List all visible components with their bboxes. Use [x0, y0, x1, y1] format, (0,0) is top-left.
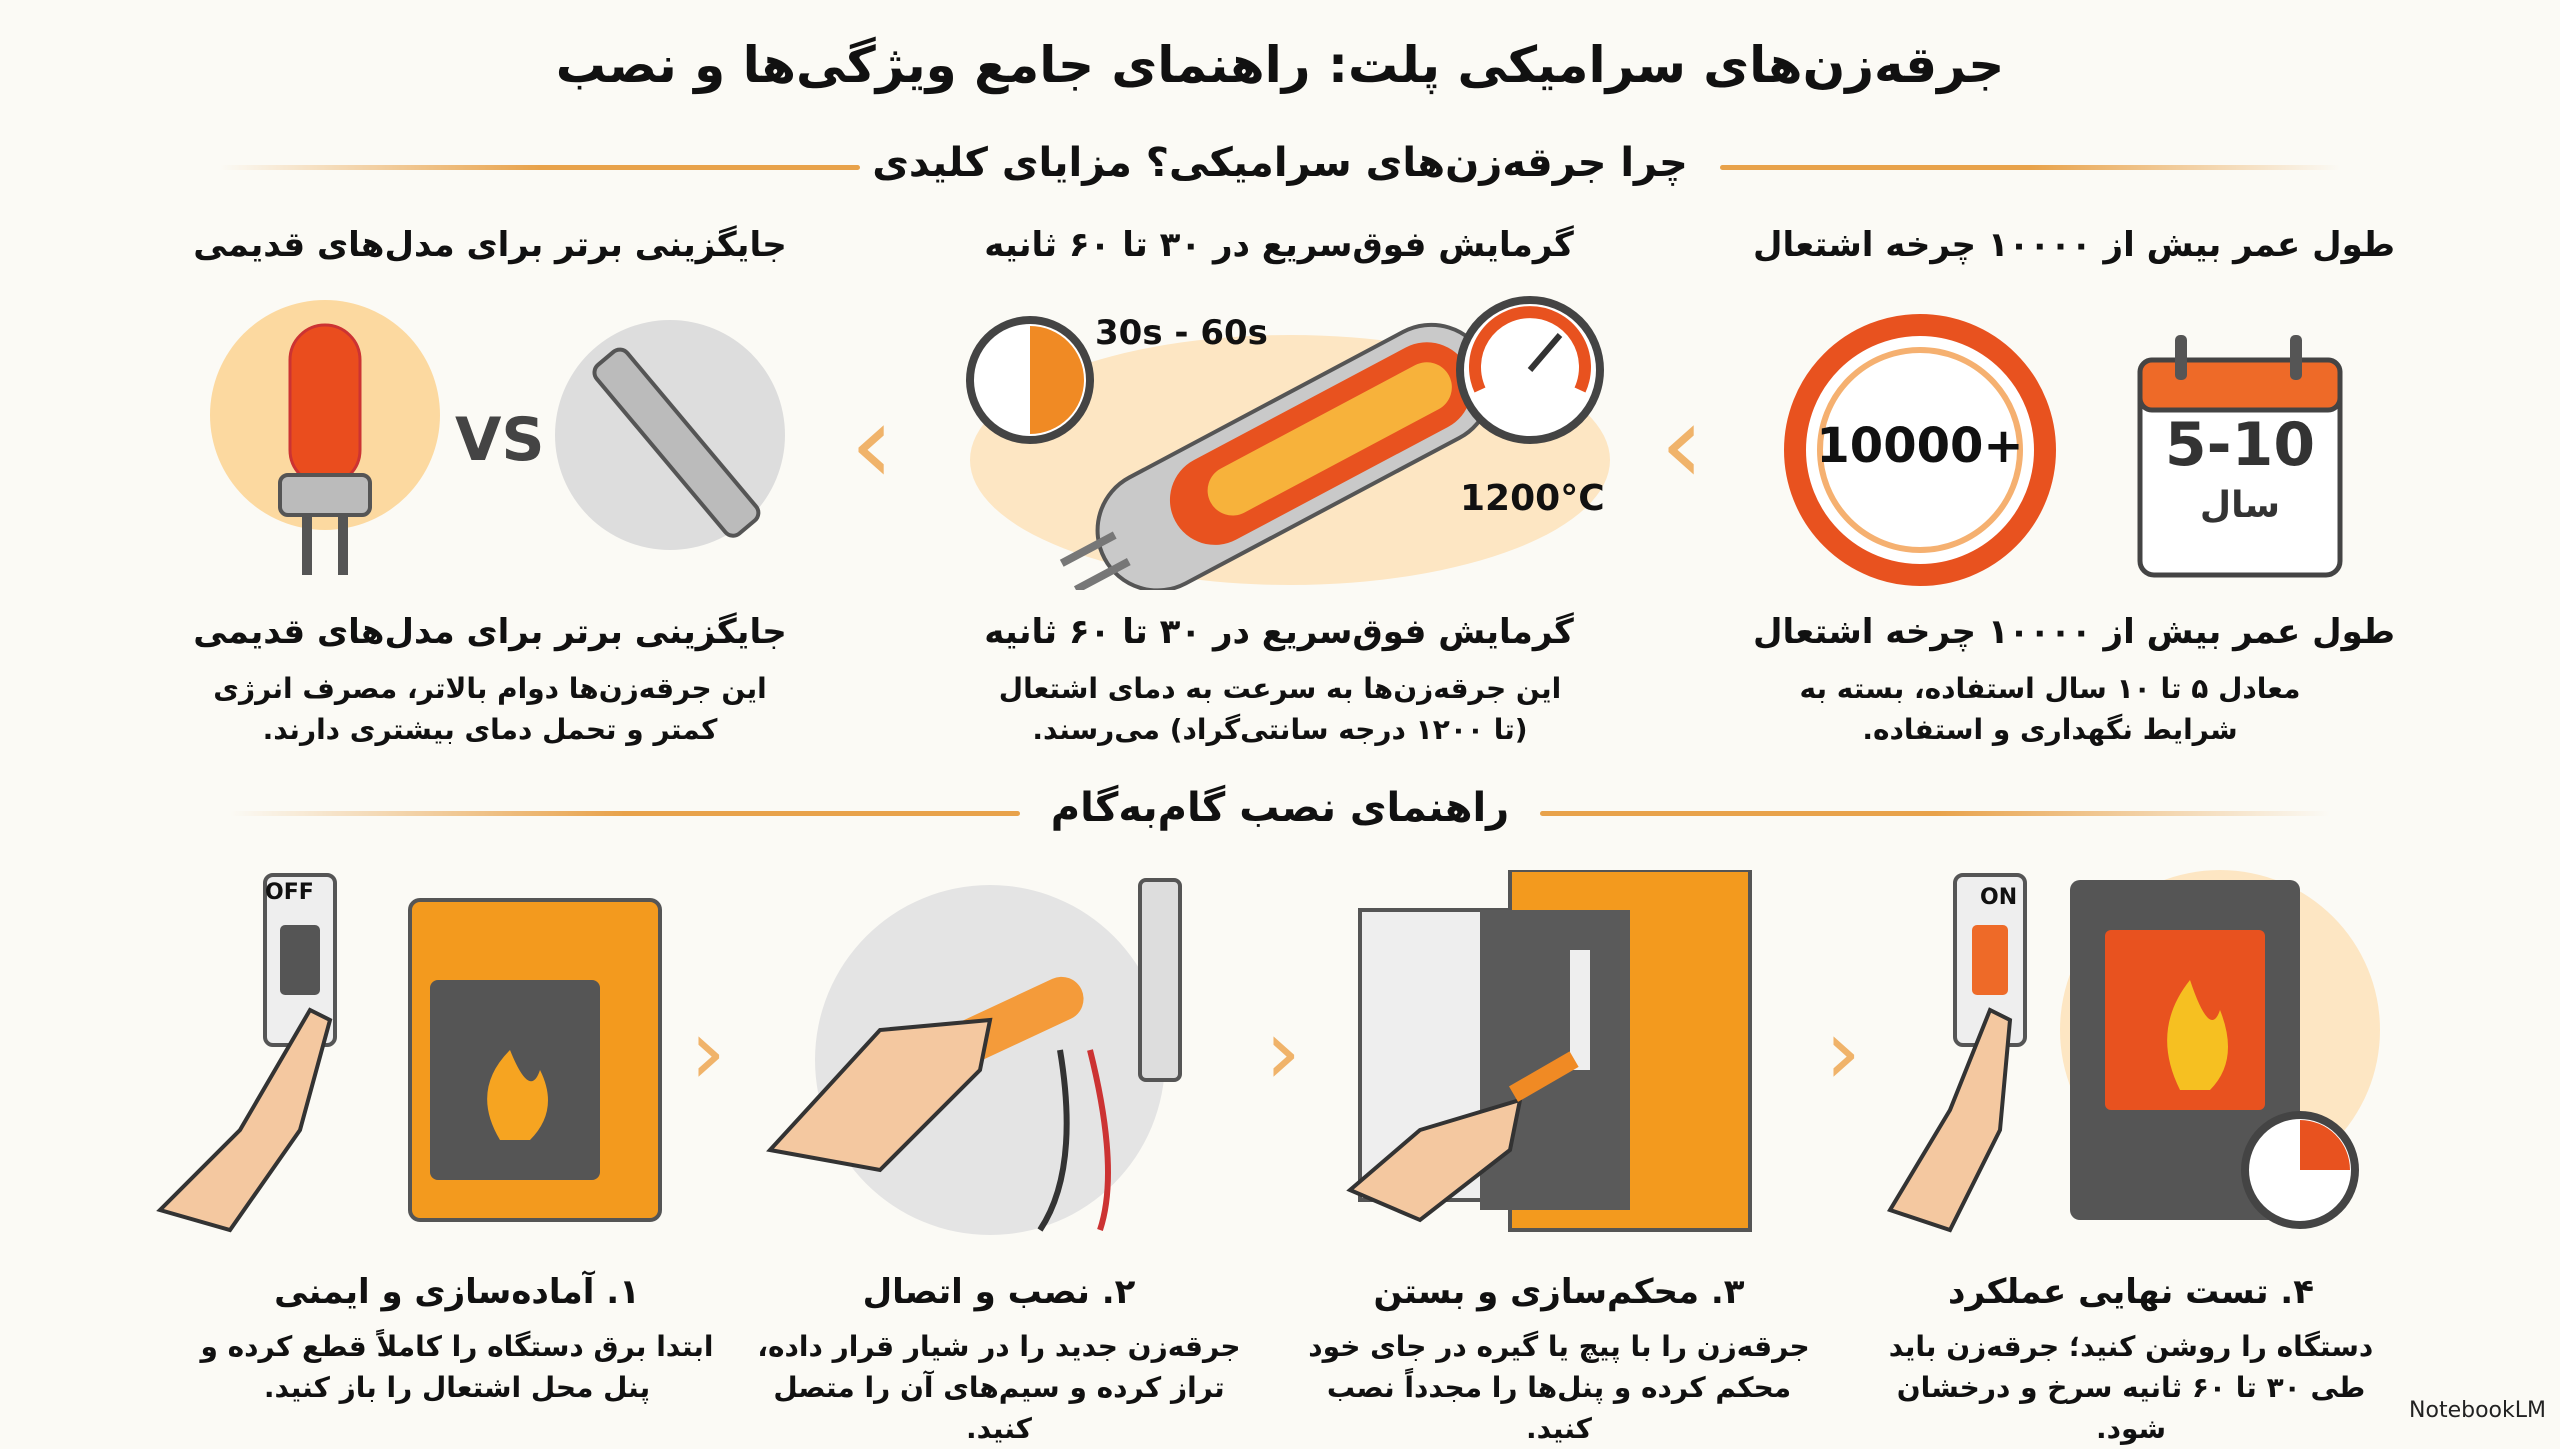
- step2-body: جرقه‌زن جدید را در شیار قرار داده، تراز …: [757, 1330, 1241, 1445]
- step1-title: ۱. آماده‌سازی و ایمنی: [274, 1272, 640, 1312]
- benefit-heading-lifespan: طول عمر بیش از ۱۰۰۰۰ چرخه اشتعال: [1753, 225, 2395, 265]
- replacement-illustration: [210, 300, 785, 575]
- step4-illustration: [1887, 870, 2380, 1233]
- notebooklm-watermark: NotebookLM: [2409, 1398, 2546, 1423]
- step1-body: ابتدا برق دستگاه را کاملاً قطع کرده و پن…: [200, 1330, 714, 1404]
- step2-illustration: [766, 878, 1182, 1235]
- section-heading-installation: راهنمای نصب گام‌به‌گام: [1050, 785, 1510, 831]
- chevron-right-icon: ›: [1265, 1000, 1301, 1105]
- chevron-left-icon: ‹: [1660, 380, 1704, 508]
- page-title: جرقه‌زن‌های سرامیکی پلت: راهنمای جامع وی…: [555, 36, 2005, 94]
- chevron-right-icon: ›: [690, 1000, 726, 1105]
- benefit-heading-heating: گرمایش فوق‌سریع در ۳۰ تا ۶۰ ثانیه: [984, 225, 1574, 265]
- chevron-right-icon: ›: [1825, 1000, 1861, 1105]
- step3-illustration: [1346, 870, 1752, 1232]
- on-switch-label: ON: [1980, 885, 2018, 910]
- calendar-value: 5-10: [2164, 410, 2316, 480]
- temperature-label: 1200°C: [1460, 478, 1605, 519]
- off-switch-label: OFF: [265, 880, 314, 905]
- divider: [220, 165, 860, 170]
- benefit-body-replacement: این جرقه‌زن‌ها دوام بالاتر، مصرف انرژی ک…: [213, 672, 767, 746]
- divider: [1720, 165, 2340, 170]
- divider: [1540, 811, 2330, 816]
- step4-body: دستگاه را روشن کنید؛ جرقه‌زن باید طی ۳۰ …: [1888, 1330, 2374, 1445]
- step3-body: جرقه‌زن را با پیچ یا گیره در جای خود محک…: [1308, 1330, 1810, 1445]
- benefit-caption-heating: گرمایش فوق‌سریع در ۳۰ تا ۶۰ ثانیه: [984, 612, 1574, 652]
- divider: [230, 811, 1020, 816]
- benefit-caption-lifespan: طول عمر بیش از ۱۰۰۰۰ چرخه اشتعال: [1753, 612, 2395, 652]
- heating-illustration: [966, 296, 1610, 590]
- step2-title: ۲. نصب و اتصال: [862, 1272, 1136, 1312]
- benefit-body-heating: این جرقه‌زن‌ها به سرعت به دمای اشتعال (ت…: [998, 672, 1562, 746]
- benefit-body-lifespan: معادل ۵ تا ۱۰ سال استفاده، بسته به شرایط…: [1799, 672, 2301, 746]
- benefit-caption-replacement: جایگزینی برتر برای مدل‌های قدیمی: [193, 612, 787, 652]
- vs-label: VS: [455, 405, 545, 475]
- calendar-unit: سال: [2199, 485, 2281, 526]
- chevron-left-icon: ‹: [850, 380, 894, 508]
- step1-illustration: [156, 873, 662, 1233]
- section-heading-benefits: چرا جرقه‌زن‌های سرامیکی؟ مزایای کلیدی: [872, 140, 1688, 186]
- step4-title: ۴. تست نهایی عملکرد: [1948, 1272, 2314, 1312]
- timer-label: 30s - 60s: [1095, 313, 1268, 353]
- step3-title: ۳. محکم‌سازی و بستن: [1373, 1272, 1745, 1312]
- lifespan-illustration: [1784, 314, 2343, 586]
- benefit-heading-replacement: جایگزینی برتر برای مدل‌های قدیمی: [193, 225, 787, 265]
- cycles-badge: 10000+: [1816, 418, 2024, 474]
